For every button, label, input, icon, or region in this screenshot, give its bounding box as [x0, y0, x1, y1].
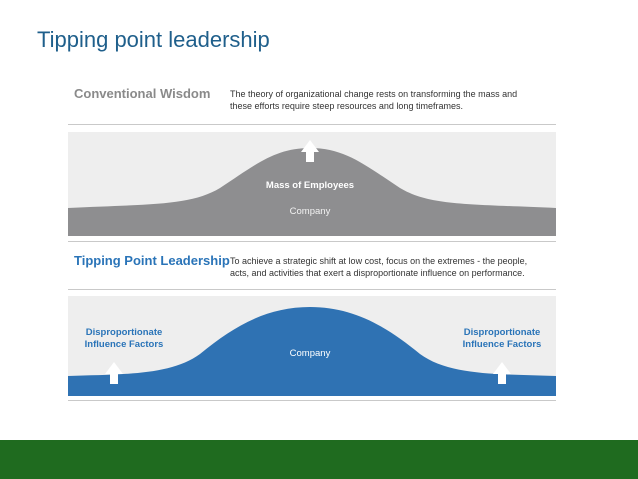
- tipping-description-line-1: To achieve a strategic shift at low cost…: [230, 256, 528, 266]
- tipping-bottom-divider: [68, 400, 556, 401]
- tipping-point-heading: Tipping Point Leadership: [74, 253, 230, 268]
- conventional-description-line-1: The theory of organizational change rest…: [230, 89, 518, 99]
- mass-arrow-icon: [301, 140, 319, 162]
- tipping-top-divider: [68, 289, 556, 290]
- conventional-wisdom-heading: Conventional Wisdom: [74, 86, 211, 101]
- company-curve: [68, 307, 556, 396]
- left-influence-arrow-icon: [105, 362, 123, 384]
- conventional-description-line-2: these efforts require steep resources an…: [230, 101, 463, 111]
- right-influence-factors-label: Disproportionate Influence Factors: [452, 327, 552, 351]
- right-factor-line-2: Influence Factors: [462, 339, 542, 350]
- footer-bar: [0, 440, 638, 479]
- tipping-description-line-2: acts, and activities that exert a dispro…: [230, 268, 525, 278]
- left-factor-line-2: Influence Factors: [84, 339, 164, 350]
- right-factor-line-1: Disproportionate: [463, 327, 541, 338]
- tipping-company-label: Company: [289, 348, 331, 359]
- mass-of-employees-label: Mass of Employees: [265, 180, 355, 191]
- right-influence-arrow-icon: [493, 362, 511, 384]
- left-factor-line-1: Disproportionate: [85, 327, 163, 338]
- slide-title: Tipping point leadership: [37, 27, 270, 52]
- conventional-top-divider: [68, 124, 556, 125]
- left-influence-factors-label: Disproportionate Influence Factors: [74, 327, 174, 351]
- conventional-wisdom-description: The theory of organizational change rest…: [230, 88, 517, 112]
- employee-mass-curve: [68, 148, 556, 236]
- conventional-company-label: Company: [289, 206, 331, 217]
- tipping-point-description: To achieve a strategic shift at low cost…: [230, 255, 527, 279]
- conventional-bottom-divider: [68, 241, 556, 242]
